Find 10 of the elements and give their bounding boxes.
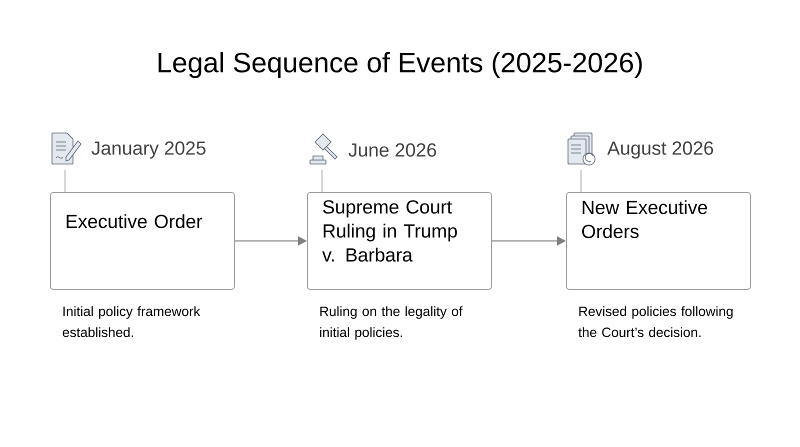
event-box: New Executive Orders xyxy=(566,192,751,290)
date-label: June 2026 xyxy=(348,143,436,157)
description: Revised policies following the Court’s decision. xyxy=(578,306,733,338)
description: Initial policy framework established. xyxy=(62,306,200,338)
title: Legal Sequence of Events (2025-2026) xyxy=(158,52,642,78)
event-box: Supreme Court Ruling in Trump v. Barbara xyxy=(307,192,492,290)
date-label: August 2026 xyxy=(607,141,714,159)
event-box: Executive Order xyxy=(50,192,235,290)
description: Ruling on the legality of initial policies. xyxy=(320,306,463,340)
date-label: January 2025 xyxy=(92,141,206,159)
